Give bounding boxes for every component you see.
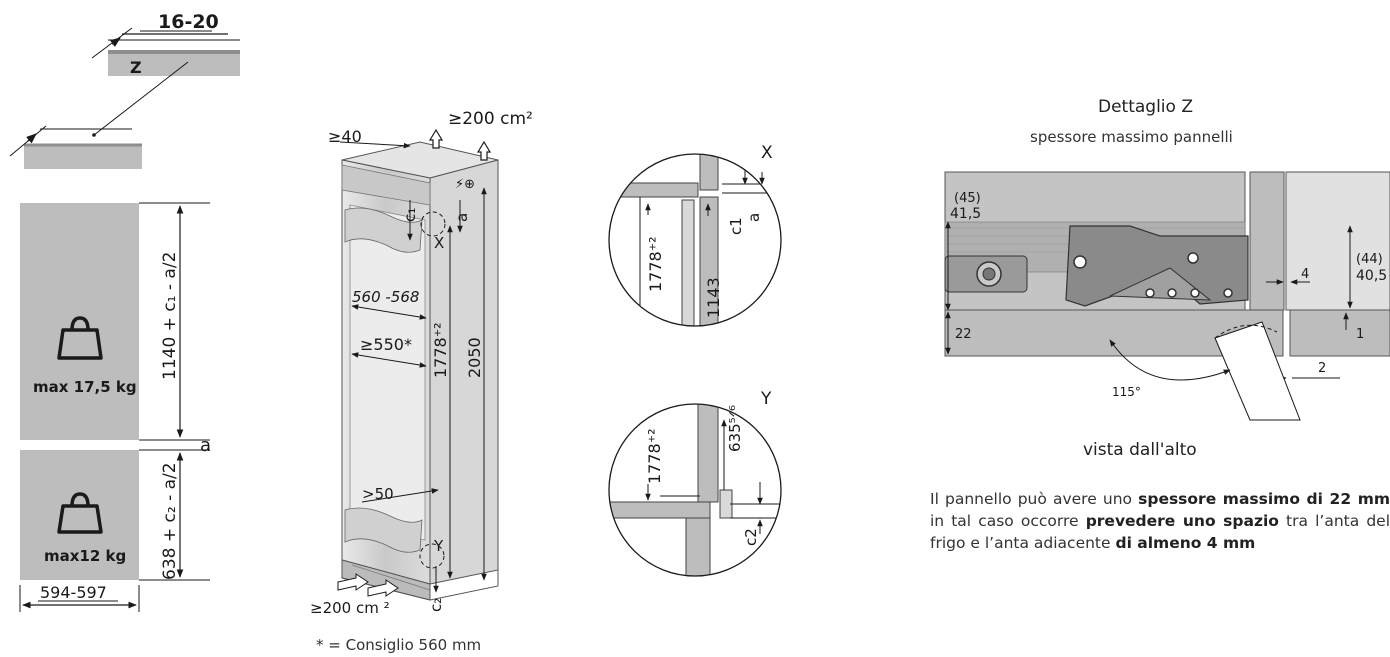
cabinet-group: ≥200 cm² ≥40 ⚡⊕ c₁ a X 560 -568 ≥550* >5… — [310, 109, 533, 617]
detail-x-label: X — [761, 143, 773, 163]
detail-z-tag: Z — [130, 58, 142, 77]
hinge-mechanism — [1065, 225, 1249, 307]
angle-115: 115° — [1112, 385, 1141, 399]
width-dim-label: 594-597 — [40, 583, 107, 602]
detail-y-label: Y — [760, 389, 772, 409]
depth-top-label: ≥40 — [328, 127, 362, 146]
upper-door-panel — [20, 203, 139, 440]
lower-door-panel — [20, 450, 139, 580]
x-marker-label: X — [434, 234, 444, 252]
min-depth-label: ≥550* — [360, 335, 412, 354]
dim-45: (45) — [954, 191, 981, 206]
upper-height-dim: 1140 + c₁ - a/2 — [160, 252, 180, 380]
gap-dim-label: 16-20 — [158, 11, 219, 33]
dim-1: 1 — [1356, 327, 1364, 342]
detail-z-title: Dettaglio Z — [1098, 97, 1193, 117]
dim-22: 22 — [955, 327, 972, 342]
detail-x-marker — [420, 211, 446, 237]
y-height-635: 635⁵ᐟ⁶ — [726, 405, 744, 452]
dim-41-5: 41,5 — [950, 206, 981, 222]
panel-top-strip — [108, 50, 240, 76]
y-c2-label: c2 — [742, 528, 760, 546]
dim-44: (44) — [1356, 252, 1383, 267]
width-range-label: 560 -568 — [352, 288, 419, 306]
dim-40-5: 40,5 — [1356, 268, 1387, 284]
weight-icon — [57, 492, 103, 534]
x-height-1143: 1143 — [704, 277, 723, 318]
c2-label: c₂ — [427, 598, 445, 612]
dim-2: 2 — [1318, 361, 1326, 376]
x-a-label: a — [745, 213, 763, 222]
lower-height-dim: 638 + c₂ - a/2 — [160, 462, 180, 580]
footnote: * = Consiglio 560 mm — [316, 636, 482, 654]
detail-y-marker — [419, 543, 445, 569]
detail-y-group: Y 1778⁺² 635⁵ᐟ⁶ c2 — [608, 389, 782, 577]
weight-icon — [57, 316, 103, 360]
vent-arrow-icon — [337, 573, 369, 591]
upper-weight-label: max 17,5 kg — [33, 378, 137, 396]
adjacent-door-panel — [1289, 309, 1390, 357]
vent-top-label: ≥200 cm² — [448, 109, 533, 129]
power-icon: ⚡⊕ — [455, 177, 475, 192]
y-marker-label: Y — [433, 537, 444, 555]
y-height-1778: 1778⁺² — [645, 428, 664, 484]
detail-x-group: X 1778⁺² 1143 c1 a — [608, 143, 782, 327]
panel-left-group: 16-20 Z max 17,5 kg max12 kg — [9, 11, 240, 612]
view-caption: vista dall'alto — [1083, 440, 1197, 460]
dim-4: 4 — [1301, 267, 1309, 282]
panel-thickness-description: Il pannello può avere uno spessore massi… — [930, 490, 1390, 552]
panel-lower-strip — [24, 145, 142, 169]
detail-z-subtitle: spessore massimo pannelli — [1030, 128, 1233, 146]
x-height-1778: 1778⁺² — [646, 236, 665, 292]
x-c1-label: c1 — [727, 217, 745, 235]
height-2050-label: 2050 — [465, 337, 484, 378]
vent-arrow-icon — [367, 579, 399, 597]
vent-bottom-label: ≥200 cm ² — [310, 599, 390, 617]
min-bottom-label: >50 — [362, 485, 394, 503]
gap-a-label: a — [200, 435, 211, 456]
detail-z-group: (45) 41,5 22 (44) 40,5 4 1 2 115° — [944, 171, 1390, 421]
lower-weight-label: max12 kg — [44, 547, 126, 565]
vent-arrow-icon — [428, 128, 444, 149]
a-label: a — [453, 213, 471, 222]
height-1778-label: 1778⁺² — [431, 322, 450, 378]
vent-arrow-icon — [476, 140, 492, 161]
